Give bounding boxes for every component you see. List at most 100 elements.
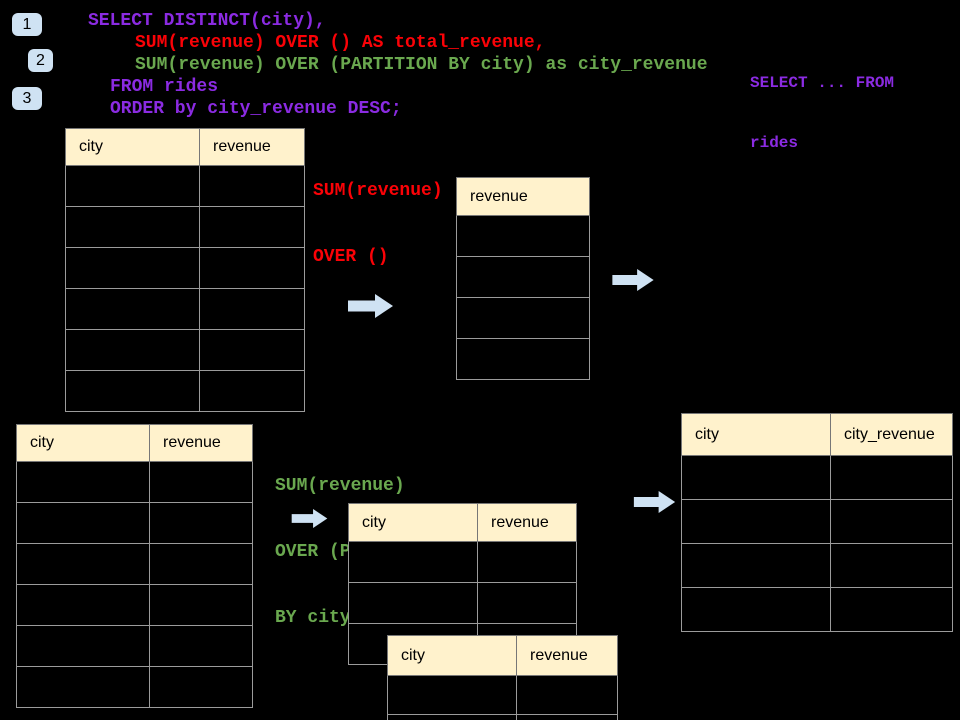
table-row (681, 587, 953, 632)
table-cell (16, 666, 150, 708)
table-row (456, 256, 590, 298)
table-cell (830, 543, 953, 588)
table-cell (681, 455, 831, 500)
table-row (456, 297, 590, 339)
arrow-source-to-partition (291, 509, 328, 528)
sql-code-block: SELECT DISTINCT(city),SUM(revenue) OVER … (88, 10, 708, 120)
table-cell (65, 288, 200, 330)
table-cell (348, 582, 478, 624)
annotation-line: SUM(revenue) (275, 476, 405, 496)
table-row (387, 714, 618, 720)
table-cell (149, 625, 253, 667)
table-cell (456, 338, 590, 380)
table-cell (830, 499, 953, 544)
table-row (681, 543, 953, 588)
table-cell (149, 502, 253, 544)
table-row (65, 329, 305, 371)
column-header: city (348, 503, 478, 542)
arrow-total-to-output (612, 269, 654, 291)
table-cell (149, 461, 253, 503)
table-cell (387, 714, 517, 720)
sql-code-line: ORDER by city_revenue DESC; (110, 99, 402, 119)
column-header: revenue (516, 635, 618, 676)
table-cell (477, 582, 577, 624)
table-cell (16, 502, 150, 544)
annotation-line: SUM(revenue) (313, 181, 443, 201)
table-row (16, 543, 253, 585)
table-row (65, 288, 305, 330)
table-cell (65, 370, 200, 412)
table-cell (199, 370, 305, 412)
table-row (387, 675, 618, 715)
table-cell (149, 666, 253, 708)
table-cell (65, 247, 200, 289)
column-header: city (16, 424, 150, 462)
column-header: revenue (199, 128, 305, 166)
table-cell (516, 714, 618, 720)
table-cell (16, 461, 150, 503)
table-cell (387, 675, 517, 715)
column-header: city (681, 413, 831, 456)
from-note-line: SELECT ... FROM (750, 74, 895, 92)
table-cell (149, 584, 253, 626)
table-cell (477, 541, 577, 583)
table-row (16, 502, 253, 544)
column-header: revenue (477, 503, 577, 542)
table-cell (199, 165, 305, 207)
table-cell (16, 625, 150, 667)
table-cell (16, 584, 150, 626)
sql-code-line: SUM(revenue) OVER (PARTITION BY city) as… (135, 55, 708, 75)
column-header: city_revenue (830, 413, 953, 456)
column-header: revenue (149, 424, 253, 462)
column-header: revenue (456, 177, 590, 216)
table-cell (65, 206, 200, 248)
table-cell (681, 587, 831, 632)
table-cell (348, 541, 478, 583)
table-cell (681, 543, 831, 588)
table-row (16, 666, 253, 708)
table-cell (199, 288, 305, 330)
table-cell (65, 165, 200, 207)
table-cell (456, 297, 590, 339)
table-cell (516, 675, 618, 715)
annotation-line: OVER () (313, 247, 389, 267)
table-row (456, 215, 590, 257)
table-row (348, 582, 577, 624)
arrow-source-to-total (348, 294, 393, 318)
table-cell (456, 215, 590, 257)
step-badge-2: 2 (28, 49, 53, 72)
table-row (65, 206, 305, 248)
table-row (65, 165, 305, 207)
table-row (16, 461, 253, 503)
total-revenue-table: revenue (456, 177, 590, 380)
column-header: city (65, 128, 200, 166)
table-row (65, 247, 305, 289)
table-cell (65, 329, 200, 371)
sql-code-line: SELECT DISTINCT(city), (88, 11, 326, 31)
table-row (65, 370, 305, 412)
total-revenue-annotation: SUM(revenue) OVER () (313, 136, 443, 312)
table-row (16, 625, 253, 667)
table-cell (830, 587, 953, 632)
table-row (681, 455, 953, 500)
column-header: city (387, 635, 517, 676)
table-row (456, 338, 590, 380)
table-cell (456, 256, 590, 298)
sql-code-line: FROM rides (110, 77, 219, 97)
step-badge-1: 1 (12, 13, 42, 36)
sql-code-line: SUM(revenue) OVER () AS total_revenue, (135, 33, 546, 53)
table-row (348, 541, 577, 583)
table-cell (199, 329, 305, 371)
arrow-partition-to-result (633, 491, 676, 513)
table-cell (199, 247, 305, 289)
table-cell (16, 543, 150, 585)
